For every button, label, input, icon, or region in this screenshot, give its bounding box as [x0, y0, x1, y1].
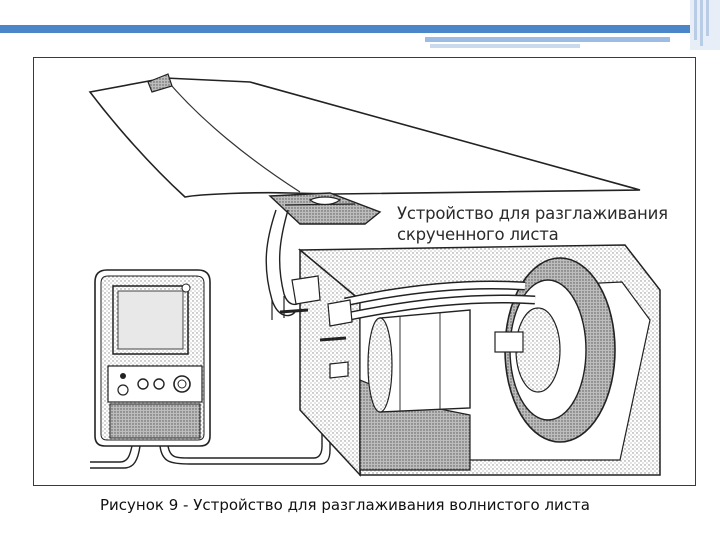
knob-1-icon	[137, 378, 149, 390]
switch-icon	[120, 373, 126, 379]
device-label-line-1: Устройство для разглаживания	[397, 204, 668, 223]
header-bar-secondary	[425, 37, 670, 42]
power-button-icon	[117, 384, 129, 396]
device-label-line-2: скрученного листа	[397, 225, 559, 244]
header-bar-tertiary	[430, 44, 580, 48]
figure-caption: Рисунок 9 - Устройство для разглаживания…	[100, 496, 590, 514]
header-corner-line-1	[694, 0, 697, 40]
header-corner-line-2	[700, 0, 703, 46]
curled-sheet	[88, 73, 641, 198]
straightener-machine	[279, 244, 661, 477]
device-label: Устройство для разглаживания скрученного…	[397, 203, 668, 245]
indicator-lamp-icon	[181, 283, 191, 293]
slide-header-decoration	[0, 0, 720, 50]
control-unit	[94, 269, 211, 447]
heating-clamp	[268, 192, 382, 225]
hoses	[265, 209, 301, 320]
header-corner-line-3	[706, 0, 709, 36]
shaft-coupling	[494, 331, 524, 353]
motor	[379, 309, 471, 413]
header-bar-main	[0, 25, 690, 33]
knob-2-icon	[153, 378, 165, 390]
